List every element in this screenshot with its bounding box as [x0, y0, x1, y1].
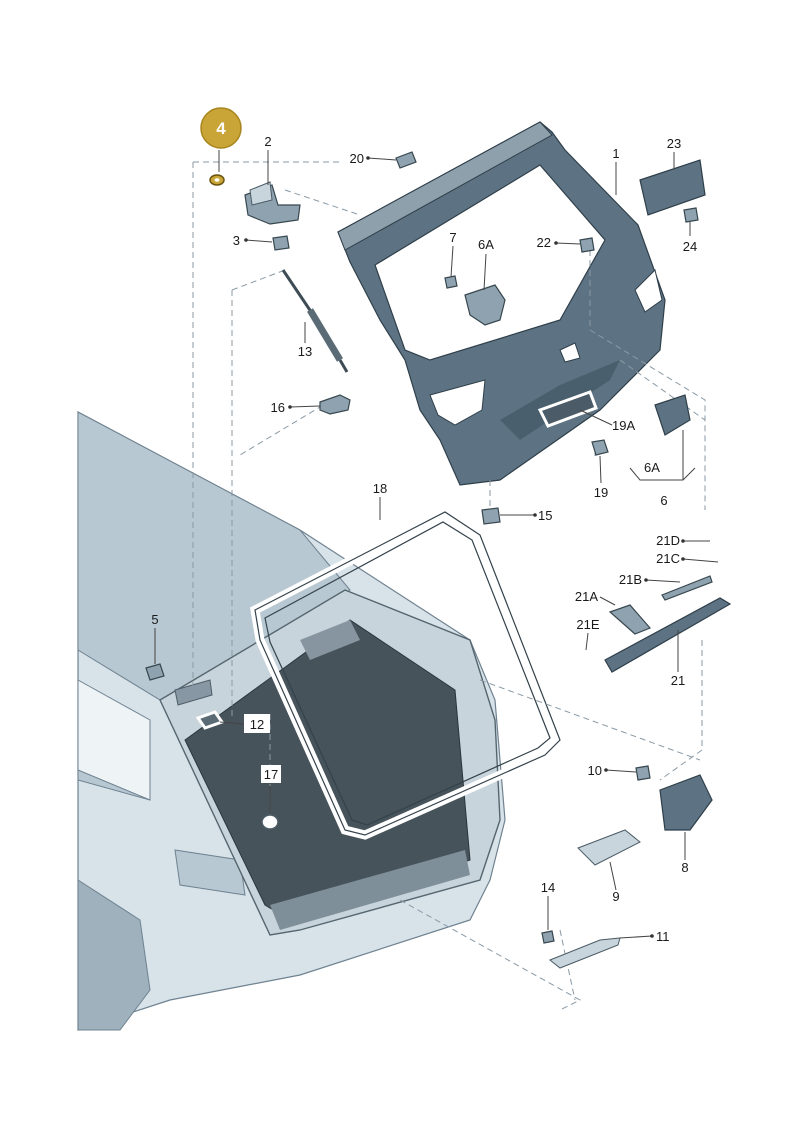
callout-9[interactable]: 9	[612, 889, 619, 904]
callout-19[interactable]: 19	[594, 485, 608, 500]
part-23-plate	[639, 159, 706, 216]
part-20-clip	[395, 151, 417, 169]
callout-21[interactable]: 21	[671, 673, 685, 688]
callout-12[interactable]: 14	[541, 880, 555, 895]
callout-6A-lower[interactable]: 6A	[644, 460, 660, 475]
part-13-gas-strut	[281, 269, 349, 373]
part-3-nut	[272, 235, 290, 251]
callout-21B[interactable]: 21B	[619, 572, 642, 587]
part-6-handle	[654, 394, 691, 436]
callout-17-bg	[261, 765, 281, 783]
callout-1[interactable]: 1	[612, 146, 619, 161]
part-11-striker	[549, 937, 621, 969]
part-7-bolt	[444, 275, 458, 289]
part-6A-bracket	[464, 284, 506, 326]
callout-2[interactable]: 2	[264, 134, 271, 149]
callout-21A[interactable]: 21A	[575, 589, 598, 604]
part-16-ball-stud	[319, 394, 351, 415]
callout-5[interactable]: 5	[151, 612, 158, 627]
callout-22[interactable]: 22	[537, 235, 551, 250]
callout-21C[interactable]: 21C	[656, 551, 680, 566]
callout-10[interactable]: 10	[588, 763, 602, 778]
car-rear-body	[77, 411, 506, 1031]
callout-21D[interactable]: 21D	[656, 533, 680, 548]
callout-6[interactable]: 6	[660, 493, 667, 508]
callout-3[interactable]: 3	[233, 233, 240, 248]
callout-8[interactable]: 8	[681, 860, 688, 875]
callout-7[interactable]: 7	[449, 230, 456, 245]
highlight-callout-4[interactable]: 4	[200, 107, 242, 149]
callout-13[interactable]: 13	[298, 344, 312, 359]
callout-19A[interactable]: 19A	[612, 418, 635, 433]
part-17-plug	[261, 814, 279, 830]
callout-24[interactable]: 24	[683, 239, 697, 254]
part-12-bolt	[541, 930, 555, 944]
part-9-switch	[577, 829, 641, 866]
callout-16[interactable]: 16	[271, 400, 285, 415]
part-22-nut	[579, 237, 595, 253]
callout-18[interactable]: 18	[373, 481, 387, 496]
callout-14[interactable]: 12	[250, 717, 264, 732]
callout-23[interactable]: 23	[667, 136, 681, 151]
part-21-trim-strip	[604, 575, 732, 673]
callout-14-bg	[244, 714, 270, 733]
callout-11[interactable]: 11	[656, 929, 670, 944]
part-5-clip	[145, 663, 165, 681]
leader-lines	[154, 150, 719, 939]
callout-17[interactable]: 17	[264, 767, 278, 782]
door-seal	[250, 506, 566, 840]
highlight-badge[interactable]	[200, 107, 242, 149]
part-2-hinge	[244, 181, 301, 225]
assembly-lines	[192, 161, 706, 1011]
part-19-bulb	[591, 439, 609, 456]
leader-dots	[244, 156, 685, 938]
callout-21E[interactable]: 21E	[576, 617, 599, 632]
part-15-bumper	[481, 507, 501, 525]
part-19A-camera	[537, 390, 598, 428]
part-24-screw	[683, 207, 699, 223]
callout-15[interactable]: 15	[538, 508, 552, 523]
callout-6A-top[interactable]: 6A	[478, 237, 494, 252]
part-10-nut	[635, 765, 651, 781]
callout-20[interactable]: 20	[350, 151, 364, 166]
callout-labels: 2 3 13 16 20 7 6A 22 1 23 24 19A 19 6A 6…	[151, 134, 697, 944]
highlight-number: 4	[216, 119, 226, 138]
part-4-washer	[209, 174, 225, 186]
part-8-lock	[659, 774, 713, 831]
